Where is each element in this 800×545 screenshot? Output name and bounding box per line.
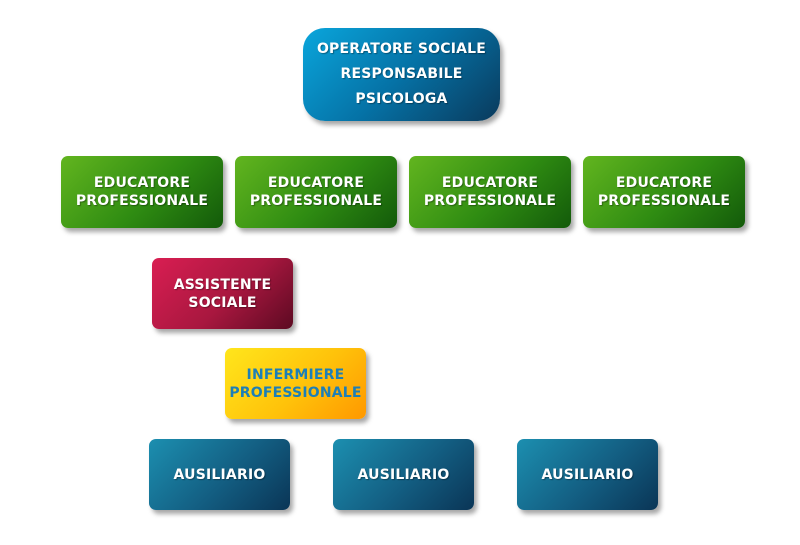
- node-line: PROFESSIONALE: [423, 193, 557, 209]
- node-label: AUSILIARIO: [357, 466, 450, 483]
- node-line: PROFESSIONALE: [229, 384, 362, 401]
- node-assistente-sociale: ASSISTENTE SOCIALE: [152, 258, 293, 329]
- node-educatore-1: EDUCATORE PROFESSIONALE: [61, 156, 223, 228]
- node-line: SOCIALE: [188, 294, 257, 311]
- node-educatore-2: EDUCATORE PROFESSIONALE: [235, 156, 397, 228]
- node-educatore-4: EDUCATORE PROFESSIONALE: [583, 156, 745, 228]
- node-line: PROFESSIONALE: [75, 193, 209, 209]
- node-infermiere-professionale: INFERMIERE PROFESSIONALE: [225, 348, 366, 419]
- node-ausiliario-1: AUSILIARIO: [149, 439, 290, 510]
- node-ausiliario-2: AUSILIARIO: [333, 439, 474, 510]
- node-line: OPERATORE SOCIALE: [316, 41, 487, 57]
- node-line: INFERMIERE: [246, 366, 345, 383]
- node-line: EDUCATORE: [441, 175, 539, 191]
- node-line: PSICOLOGA: [355, 91, 448, 107]
- node-operatore-sociale: OPERATORE SOCIALE RESPONSABILE PSICOLOGA: [303, 28, 500, 121]
- node-label: AUSILIARIO: [541, 466, 634, 483]
- node-line: EDUCATORE: [615, 175, 713, 191]
- node-line: ASSISTENTE: [173, 276, 272, 293]
- node-educatore-3: EDUCATORE PROFESSIONALE: [409, 156, 571, 228]
- node-line: EDUCATORE: [267, 175, 365, 191]
- node-line: PROFESSIONALE: [597, 193, 731, 209]
- node-label: AUSILIARIO: [173, 466, 266, 483]
- node-line: RESPONSABILE: [340, 66, 463, 82]
- node-line: EDUCATORE: [93, 175, 191, 191]
- node-line: PROFESSIONALE: [249, 193, 383, 209]
- node-ausiliario-3: AUSILIARIO: [517, 439, 658, 510]
